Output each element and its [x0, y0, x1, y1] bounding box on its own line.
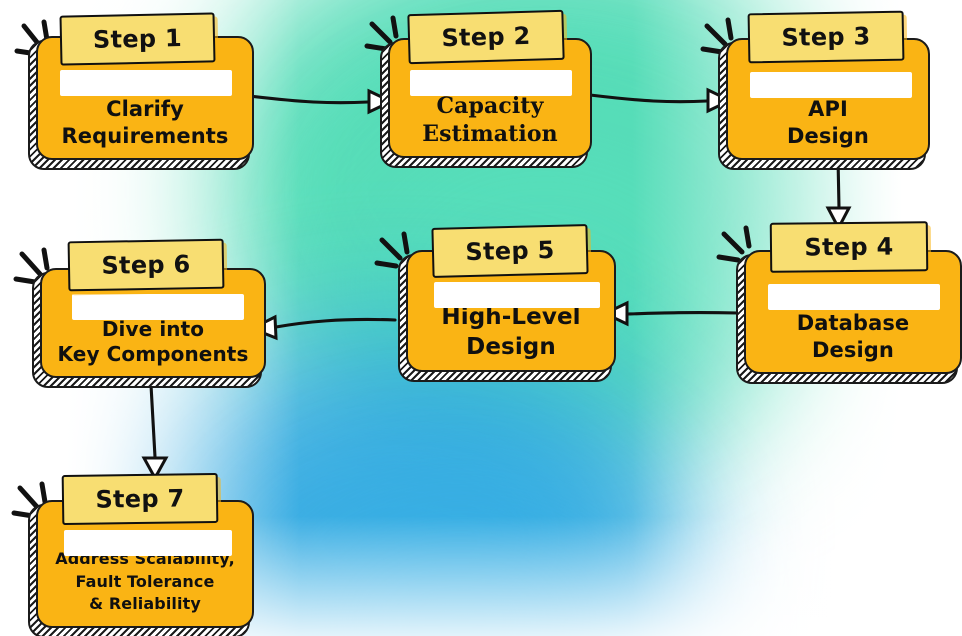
card-text-line: Estimation	[422, 120, 558, 147]
card-text: High-Level Design	[408, 303, 614, 370]
card-text-line: API	[808, 97, 848, 122]
card-text-line: Design	[812, 338, 894, 363]
step-badge: Step 6	[67, 238, 225, 292]
step-badge-label: Step 7	[95, 484, 185, 514]
card-text-line: Requirements	[61, 124, 229, 149]
card-paper	[64, 530, 232, 556]
edge-step1-step2	[247, 88, 395, 115]
step-badge: Step 3	[747, 10, 905, 64]
card-text-line: Design	[787, 124, 869, 149]
step-badge: Step 4	[769, 221, 929, 273]
step-badge: Step 1	[59, 12, 216, 66]
card-paper	[434, 282, 600, 308]
card-text-line: Clarify	[106, 97, 184, 122]
step-badge-label: Step 3	[781, 22, 871, 52]
sparkle-icon	[374, 231, 410, 269]
step-badge: Step 2	[407, 9, 565, 65]
edge-step6-step7	[141, 383, 169, 482]
card-paper	[72, 294, 244, 320]
card-text: Clarify Requirements	[38, 96, 252, 158]
step-badge-label: Step 4	[804, 232, 894, 262]
step-badge: Step 5	[431, 224, 589, 278]
card-text: Capacity Estimation	[390, 92, 590, 156]
card-text-line: Database	[796, 311, 910, 336]
edge-step4-step5	[601, 300, 740, 327]
step-badge: Step 7	[61, 472, 219, 526]
card-paper	[750, 72, 912, 98]
card-paper	[410, 70, 572, 96]
card-text: Dive into Key Components	[42, 317, 264, 376]
card-text-line: Design	[466, 333, 556, 360]
sparkle-icon	[13, 247, 50, 285]
card-text-line: Fault Tolerance	[75, 571, 215, 591]
card-text: Address Scalability, Fault Tolerance & R…	[38, 548, 252, 626]
sparkle-icon	[716, 225, 752, 263]
card-text-line: Capacity	[436, 92, 544, 119]
edge-step2-step3	[588, 87, 734, 114]
card-text: API Design	[728, 96, 928, 158]
step-badge-label: Step 5	[465, 235, 555, 267]
card-text-line: Key Components	[57, 342, 249, 367]
step-badge-label: Step 2	[441, 21, 531, 53]
card-paper	[768, 284, 940, 310]
card-text: Database Design	[746, 310, 960, 372]
card-paper	[60, 70, 232, 96]
card-text-line: Dive into	[101, 316, 205, 341]
card-text-line: & Reliability	[89, 594, 201, 614]
step-badge-label: Step 6	[101, 250, 191, 280]
step-badge-label: Step 1	[92, 24, 183, 54]
edge-step5-step6	[248, 314, 397, 341]
card-text-line: High-Level	[441, 304, 581, 331]
